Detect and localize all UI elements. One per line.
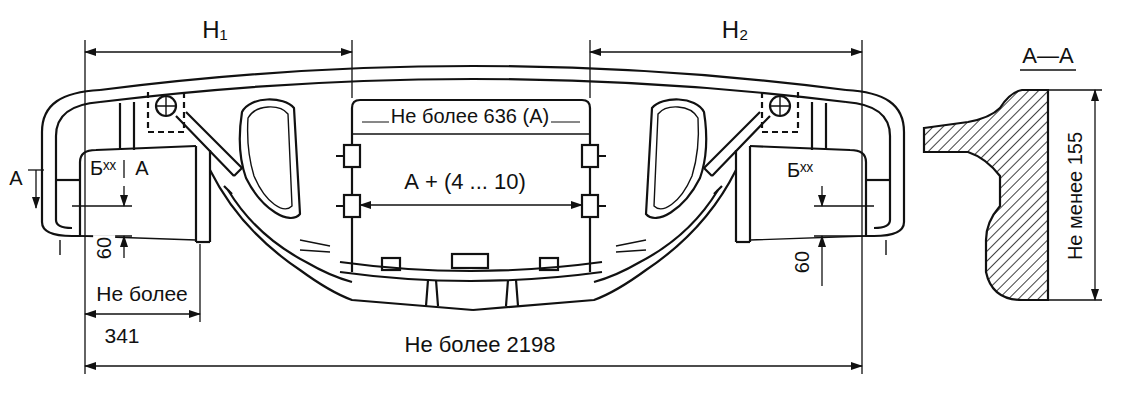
drawing-part [123,236,124,258]
drawing-part [35,170,36,208]
drawing-part [344,145,360,167]
drawing-part [156,96,176,116]
dimension-label: Не менее 155 [1064,130,1086,262]
drawing-part [540,258,558,270]
gap-label: Бˣˣ [785,159,815,181]
drawing-part [240,99,300,218]
drawing-part [248,107,292,209]
gap-label: Бˣˣ [88,157,118,179]
drawing-part [582,145,598,167]
centre-bowl [336,100,606,306]
drawing-part [123,160,124,178]
drawing-part [28,169,44,170]
drawing-part [85,40,862,374]
drawing-part [452,254,488,268]
drawing-part [196,241,210,243]
drawing-part [1020,70,1102,300]
drawing-part [924,90,1048,300]
drawing-part [360,204,582,205]
drawing-part [156,96,176,116]
section-title: А—А [1020,44,1075,68]
drawing-part [590,51,862,52]
dimension-label: А + (4 ... 10) [402,170,528,194]
drawing-part [344,195,360,217]
drawing-part [72,206,132,236]
drawing-part [814,206,874,236]
dimension-label: Не более 2198 [403,333,558,357]
drawing-part [582,195,598,217]
drawing-part [228,190,352,282]
drawing-part [821,236,822,286]
drawing-part [85,313,200,314]
drawing-part [340,262,602,271]
dimension-label: Не более 636 (А) [389,105,551,127]
drawing-part [352,133,590,134]
drawing-part [426,280,518,306]
drawing-part [85,51,352,52]
beam-top-chord [100,66,846,102]
drawing-part [85,365,862,366]
drawing-part [1094,90,1095,300]
dimension-label: 341 [102,324,141,347]
drawing-part [72,146,196,236]
drawing-part [120,102,134,150]
drawing-part [382,258,400,270]
dimension-label: H₁ [200,17,229,43]
drawing-part [56,179,80,181]
dimension-label: H₂ [720,17,751,43]
drawing-part [340,272,602,281]
drawing-part [148,92,184,132]
drawing-part [123,186,124,206]
dimension-lines [28,40,874,374]
section-mark: А [7,167,24,189]
drawing-part [60,236,196,255]
dimension-label: 60 [791,249,813,275]
section-profile [924,70,1102,300]
drawing-part [352,100,590,272]
drawing-part [300,240,330,252]
drawing-part [336,156,606,206]
section-mark: А [133,157,150,179]
drawing-part [199,244,200,322]
dimension-label: 60 [93,235,115,261]
drawing-part [821,186,822,206]
drawing-part [196,146,210,242]
drawing-part [224,168,242,194]
dimension-label: Не более [94,282,190,305]
